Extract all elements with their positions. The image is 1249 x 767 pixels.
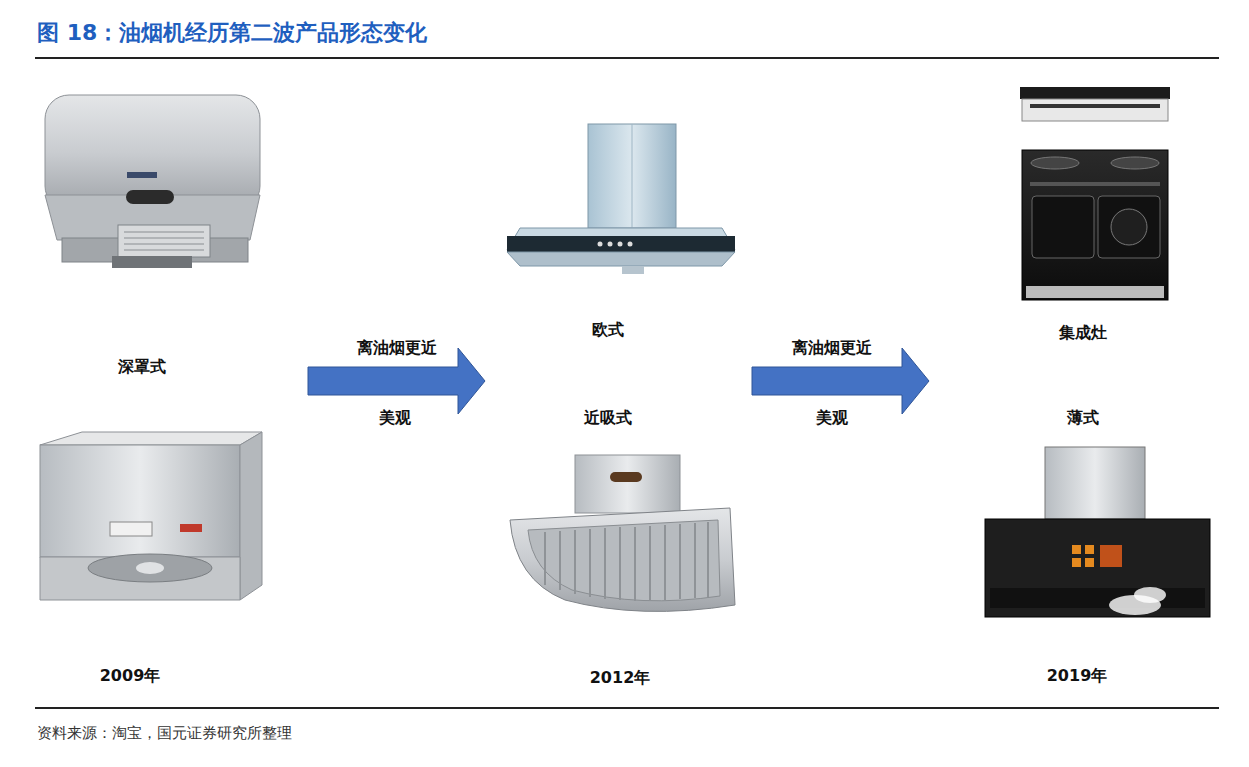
thin-hood-picture-part xyxy=(1100,545,1122,567)
thin-hood-picture-part xyxy=(1134,587,1166,603)
deep-hood-picture-part xyxy=(127,172,157,178)
year-label: 2019年 xyxy=(1047,666,1108,687)
near-suction-hood-picture-part xyxy=(575,455,680,513)
integrated-stove-picture-part xyxy=(1111,209,1147,245)
integrated-stove-picture-part xyxy=(1020,87,1170,99)
block-arrows-part xyxy=(308,348,485,414)
rule-lines-part xyxy=(35,57,1219,59)
box-hood-picture-part xyxy=(40,445,240,557)
near-suction-hood-picture xyxy=(510,455,735,611)
thin-hood-picture-part xyxy=(1072,558,1081,567)
integrated-stove-picture-part xyxy=(1022,99,1168,121)
box-hood-picture-part xyxy=(240,432,262,600)
box-hood-picture-part xyxy=(180,524,202,532)
euro-hood-picture-part xyxy=(618,242,623,247)
euro-hood-picture-part xyxy=(598,242,603,247)
near-suction-hood-picture-part xyxy=(610,472,642,482)
deep-hood-picture xyxy=(45,95,260,268)
thin-hood-picture-part xyxy=(990,588,1205,608)
deep-hood-picture-part xyxy=(45,95,260,210)
near-suction-hood-picture-part xyxy=(545,522,708,601)
near-suction-hood-picture-part xyxy=(528,520,720,601)
box-hood-picture-part xyxy=(110,522,152,536)
arrow-label: 离油烟更近 xyxy=(792,338,872,359)
euro-hood-picture-part xyxy=(608,242,613,247)
euro-hood-picture xyxy=(507,124,735,274)
euro-hood-picture-part xyxy=(628,242,633,247)
block-arrows-part xyxy=(752,348,929,414)
thin-hood-picture-part xyxy=(1085,558,1094,567)
box-hood-picture-part xyxy=(136,562,164,574)
style-name: 深罩式 xyxy=(118,357,166,378)
deep-hood-picture-part xyxy=(118,225,210,257)
euro-hood-picture-part xyxy=(507,236,735,252)
integrated-stove-picture-part xyxy=(1098,196,1160,258)
thin-hood-picture xyxy=(985,447,1210,617)
euro-hood-picture-part xyxy=(588,124,676,228)
deep-hood-picture-part xyxy=(126,190,174,204)
integrated-stove-picture-part xyxy=(1030,182,1160,186)
arrow-label: 美观 xyxy=(816,408,848,429)
integrated-stove-picture-part xyxy=(1030,104,1160,108)
deep-hood-picture-part xyxy=(112,256,192,268)
year-label: 2009年 xyxy=(100,666,161,687)
integrated-stove-picture-part xyxy=(1111,157,1159,169)
thin-hood-picture-part xyxy=(1072,545,1081,554)
block-arrows xyxy=(308,348,929,414)
figure-title: 图 18：油烟机经历第二波产品形态变化 xyxy=(37,18,427,48)
arrow-label: 美观 xyxy=(379,408,411,429)
integrated-stove-picture-part xyxy=(1026,286,1164,298)
euro-hood-picture-part xyxy=(632,124,633,228)
thin-hood-picture-part xyxy=(1045,447,1145,519)
near-suction-hood-picture-part xyxy=(510,508,735,611)
arrow-label: 离油烟更近 xyxy=(357,338,437,359)
euro-hood-picture-part xyxy=(507,252,735,266)
integrated-stove-picture xyxy=(1020,87,1170,300)
integrated-stove-picture-part xyxy=(1032,196,1094,258)
rule-lines-part xyxy=(35,707,1219,709)
thin-hood-picture-part xyxy=(985,519,1210,617)
thin-hood-picture-part xyxy=(1085,545,1094,554)
style-name: 欧式 xyxy=(592,320,624,341)
integrated-stove-picture-part xyxy=(1031,157,1079,169)
style-name: 集成灶 xyxy=(1059,323,1107,344)
euro-hood-picture-part xyxy=(622,266,644,274)
rule-lines xyxy=(35,57,1219,709)
integrated-stove-picture-part xyxy=(1022,150,1168,300)
source-caption: 资料来源：淘宝，国元证券研究所整理 xyxy=(37,724,292,743)
year-label: 2012年 xyxy=(590,668,651,689)
box-hood-picture-part xyxy=(88,554,212,582)
box-hood-picture xyxy=(40,432,262,600)
style-name: 薄式 xyxy=(1067,408,1099,429)
box-hood-picture-part xyxy=(40,432,262,445)
style-name: 近吸式 xyxy=(584,408,632,429)
deep-hood-picture-part xyxy=(124,232,204,250)
